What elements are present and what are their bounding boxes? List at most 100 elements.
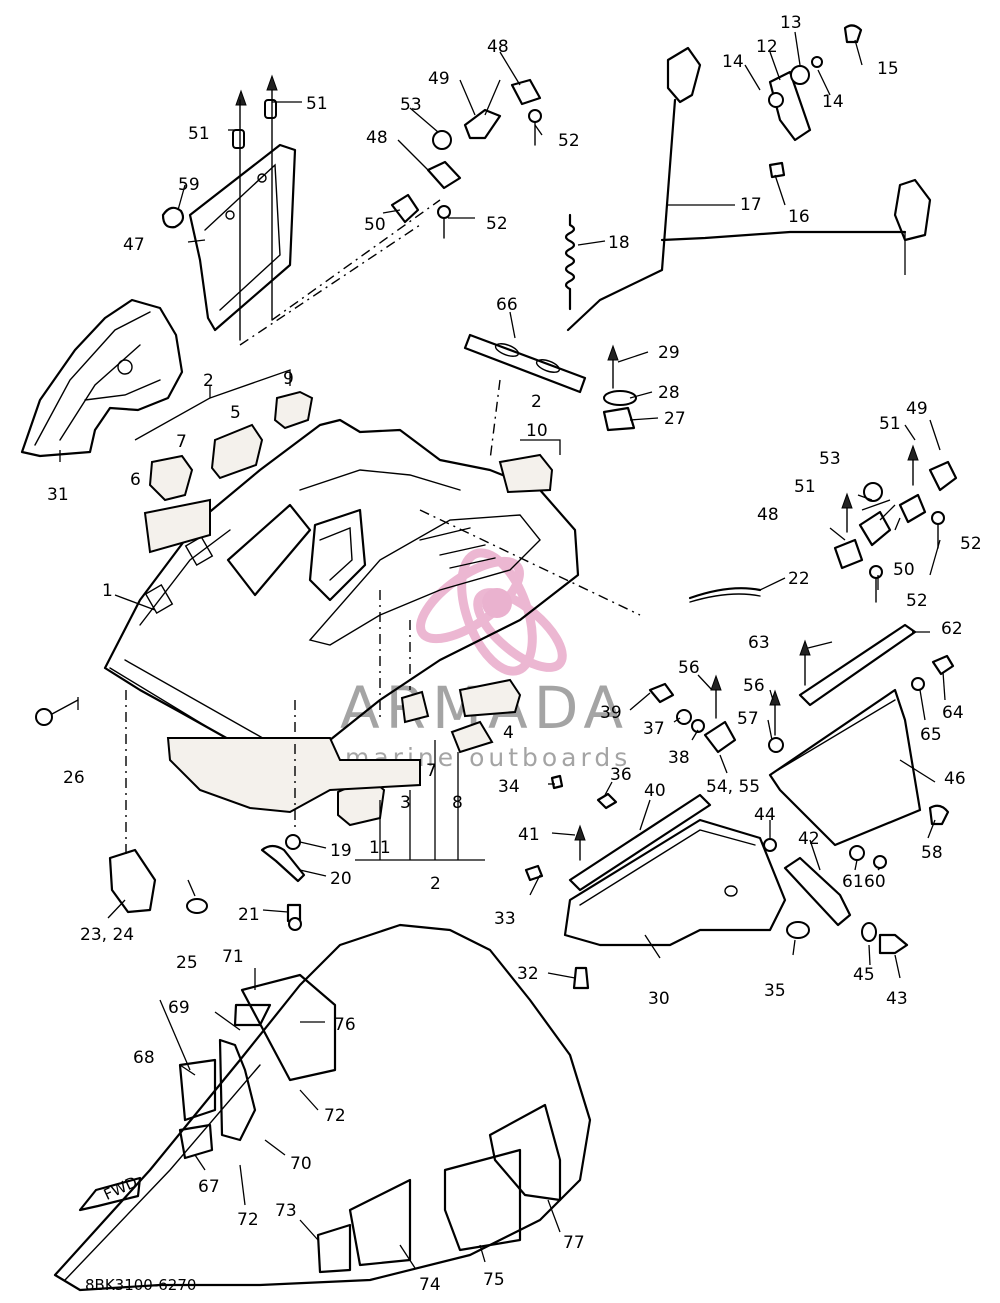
callout-38: 38 [668, 748, 690, 768]
callout-40: 40 [644, 781, 666, 801]
callout-46: 46 [944, 769, 966, 789]
part-gasket-plate [463, 333, 587, 394]
callout-70: 70 [290, 1154, 312, 1174]
callout-48: 48 [757, 505, 779, 525]
callout-51: 51 [188, 124, 210, 144]
callout-13: 13 [780, 13, 802, 33]
part-studs-right [710, 639, 955, 753]
part-bracket-panel [188, 74, 297, 341]
armada-watermark: ARMADA marine outboards [340, 548, 627, 772]
callout-19: 19 [330, 841, 352, 861]
guide-line [239, 224, 421, 346]
callout-60: 60 [864, 872, 886, 892]
callout-20: 20 [330, 869, 352, 889]
callout-32: 32 [517, 964, 539, 984]
guide-line [489, 379, 501, 461]
callout-31: 31 [47, 485, 69, 505]
callout-64: 64 [942, 703, 964, 723]
callout-53: 53 [819, 449, 841, 469]
callout-4: 4 [503, 723, 514, 743]
callout-12: 12 [756, 37, 778, 57]
callout-44: 44 [754, 805, 776, 825]
part-hinge-cluster-right [833, 444, 958, 603]
callout-7: 7 [176, 432, 187, 452]
callout-77: 77 [563, 1233, 585, 1253]
part-spring [564, 213, 576, 311]
callout-67: 67 [198, 1177, 220, 1197]
callout-42: 42 [798, 829, 820, 849]
fwd-label: FWD [101, 1173, 140, 1204]
part-hinge-cluster-mid [550, 682, 737, 810]
callout-52: 52 [486, 214, 508, 234]
part-left-upper-panel [20, 298, 184, 458]
callout-50: 50 [364, 215, 386, 235]
callout-61: 61 [842, 872, 864, 892]
callout-29: 29 [658, 343, 680, 363]
callout-74: 74 [419, 1275, 441, 1295]
callout-21: 21 [238, 905, 260, 925]
callout-58: 58 [921, 843, 943, 863]
fwd-arrow-icon [78, 1176, 142, 1212]
part-fasteners-left [35, 699, 306, 931]
callout-labels: 1 2 2 2 3 4 5 6 7 7 8 9 10 11 12 13 14 1… [47, 13, 982, 1295]
part-lower-cowling [53, 923, 592, 1292]
callout-33: 33 [494, 909, 516, 929]
callout-25: 25 [176, 953, 198, 973]
callout-52: 52 [960, 534, 982, 554]
callout-10: 10 [526, 421, 548, 441]
callout-7: 7 [426, 761, 437, 781]
callout-23-24: 23, 24 [80, 925, 134, 945]
callout-72: 72 [324, 1106, 346, 1126]
part-right-side-panel [768, 623, 922, 847]
callout-47: 47 [123, 235, 145, 255]
part-hose [688, 587, 762, 600]
callout-76: 76 [334, 1015, 356, 1035]
callout-59: 59 [178, 175, 200, 195]
callout-56: 56 [743, 676, 765, 696]
callout-51: 51 [306, 94, 328, 114]
callout-69: 69 [168, 998, 190, 1018]
callout-49: 49 [428, 69, 450, 89]
callout-50: 50 [893, 560, 915, 580]
callout-2: 2 [531, 392, 542, 412]
callout-30: 30 [648, 989, 670, 1009]
callout-41: 41 [518, 825, 540, 845]
callout-73: 73 [275, 1201, 297, 1221]
callout-2: 2 [203, 371, 214, 391]
callout-11: 11 [369, 838, 391, 858]
part-latch-cable [566, 24, 932, 332]
callout-17: 17 [740, 195, 762, 215]
callout-9: 9 [283, 369, 294, 389]
callout-27: 27 [664, 409, 686, 429]
callout-22: 22 [788, 569, 810, 589]
callout-48: 48 [366, 128, 388, 148]
callout-1: 1 [102, 581, 113, 601]
callout-51: 51 [879, 414, 901, 434]
callout-62: 62 [941, 619, 963, 639]
callout-68: 68 [133, 1048, 155, 1068]
callout-49: 49 [906, 399, 928, 419]
callout-6: 6 [130, 470, 141, 490]
guide-line [271, 199, 441, 321]
callout-2: 2 [430, 874, 441, 894]
callout-57: 57 [737, 709, 759, 729]
part-clip [161, 206, 185, 229]
callout-5: 5 [230, 403, 241, 423]
callout-14: 14 [722, 52, 744, 72]
callout-65: 65 [920, 725, 942, 745]
callout-52: 52 [906, 591, 928, 611]
callout-18: 18 [608, 233, 630, 253]
callout-54-55: 54, 55 [706, 777, 760, 797]
callout-35: 35 [764, 981, 786, 1001]
leader-lines [59, 31, 946, 1269]
armada-propeller-logo [416, 548, 567, 676]
callout-45: 45 [853, 965, 875, 985]
callout-66: 66 [496, 295, 518, 315]
part-bolt-washer-nut [602, 344, 637, 432]
part-hinge-cluster-top [390, 78, 542, 239]
callout-34: 34 [498, 777, 520, 797]
callout-8: 8 [452, 793, 463, 813]
callout-14: 14 [822, 92, 844, 112]
callout-71: 71 [222, 947, 244, 967]
